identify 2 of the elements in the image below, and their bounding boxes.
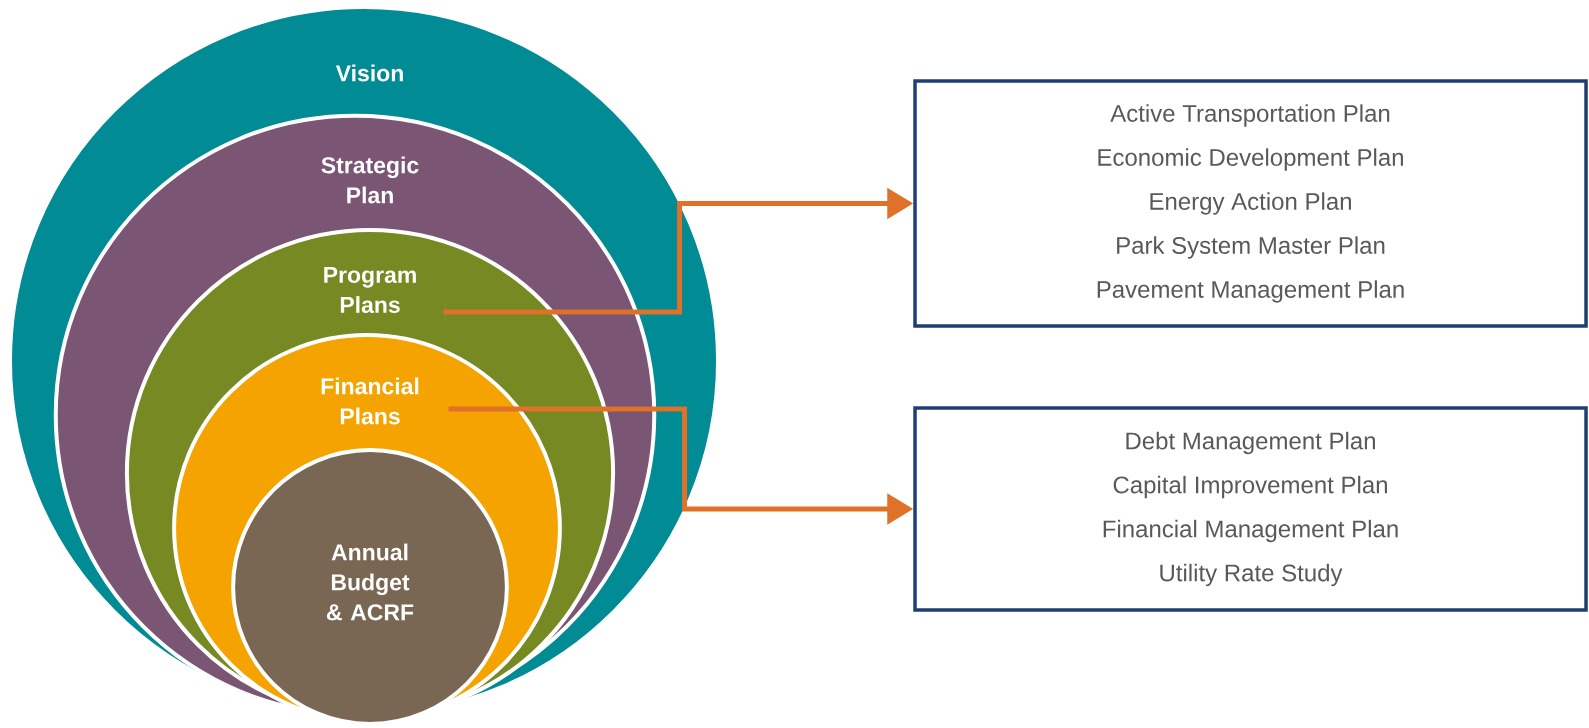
plan-list-box: Active Transportation Plan Economic Development Plan Energy Action Plan Park System Master Plan Pavement Management Plan (913, 79, 1588, 328)
plan-list-box: Debt Management Plan Capital Improvement Plan Financial Management Plan Utility Rate Study (913, 406, 1588, 612)
